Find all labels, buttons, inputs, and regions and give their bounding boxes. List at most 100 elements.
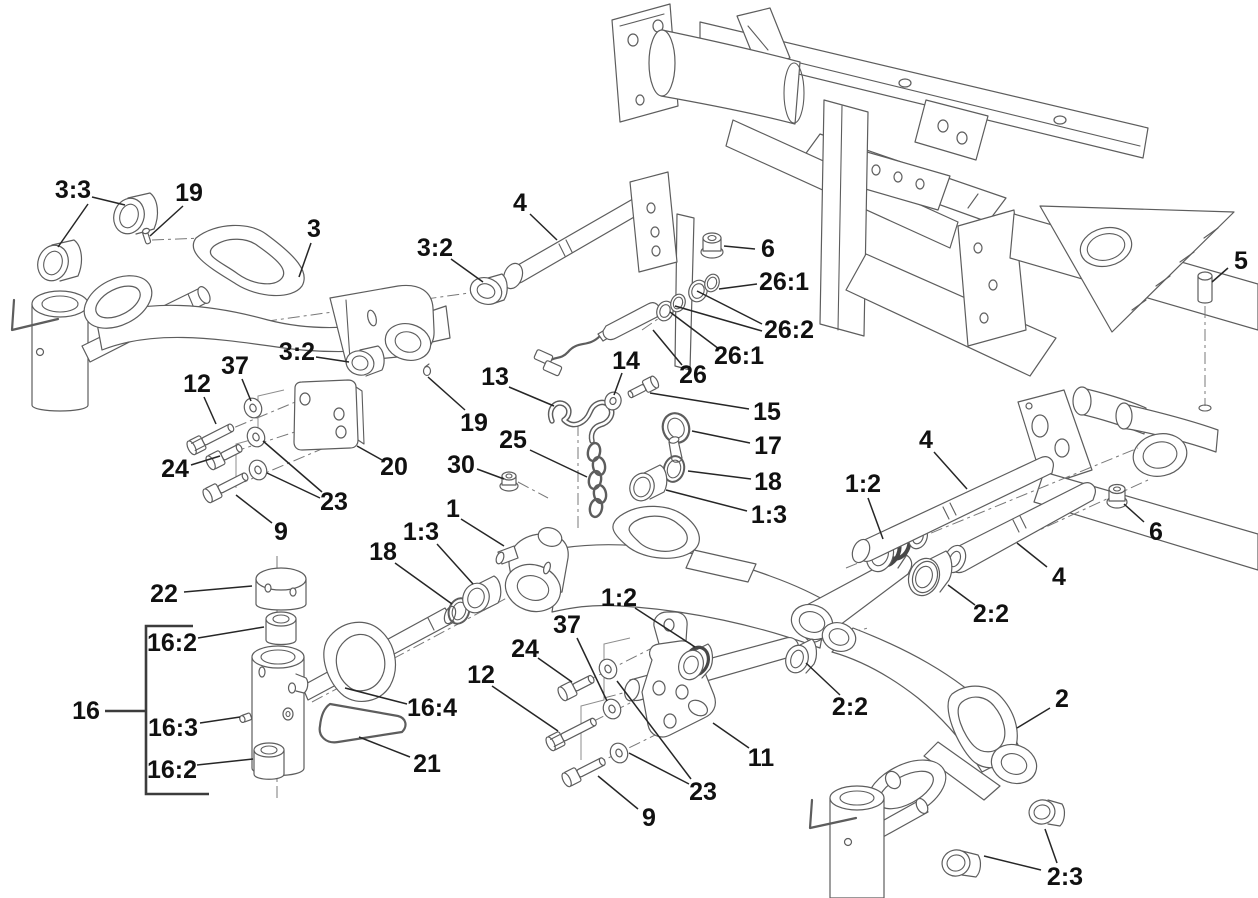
chain-hook-artwork [499, 375, 691, 519]
leader-line-26-1-upper [718, 283, 758, 290]
callout-1-2-right: 1:2 [845, 470, 881, 498]
callout-26-2: 26:2 [764, 316, 814, 344]
callout-17: 17 [754, 432, 782, 460]
callout-18-left: 18 [369, 538, 397, 566]
callout-4-right-upper: 4 [919, 426, 933, 454]
callout-1-2-center: 1:2 [601, 584, 637, 612]
leader-line-2-2-lower [805, 662, 841, 696]
callout-16-2-upper: 16:2 [147, 629, 197, 657]
leader-line-26-2 [696, 290, 763, 325]
leader-line-3 [298, 242, 312, 278]
callout-6-right: 6 [1149, 518, 1163, 546]
leader-line-18-left [394, 562, 453, 605]
leader-line-1-2-right [867, 497, 884, 540]
right-axle-artwork [624, 611, 1066, 898]
leader-line-26 [652, 329, 683, 366]
callout-20: 20 [380, 453, 408, 481]
leader-line-20 [356, 445, 383, 461]
leader-line-19-upper [149, 205, 184, 237]
leader-line-26-2 [674, 305, 763, 332]
callout-37-lower: 37 [553, 611, 581, 639]
callout-4-top: 4 [513, 189, 527, 217]
leader-line-4-right-lower [1016, 542, 1048, 568]
leader-line-1 [460, 518, 505, 547]
leader-line-23-upper [266, 472, 321, 499]
callout-2-2-lower: 2:2 [832, 693, 868, 721]
left-axle-artwork [10, 171, 724, 412]
callout-19-upper: 19 [175, 179, 203, 207]
callout-3-3: 3:3 [55, 176, 91, 204]
callout-16-4: 16:4 [407, 694, 457, 722]
callout-5: 5 [1234, 247, 1248, 275]
callout-16-3: 16:3 [148, 714, 198, 742]
callout-21: 21 [413, 750, 441, 778]
callout-3-2-lower: 3:2 [279, 338, 315, 366]
bracket-20-artwork [186, 379, 365, 504]
leader-line-19-lower [427, 376, 466, 411]
leader-line-12-upper [203, 396, 217, 425]
callout-26-1-lower: 26:1 [714, 342, 764, 370]
leader-line-26-1-lower [669, 311, 720, 350]
leader-line-5 [1211, 267, 1229, 283]
leader-line-37-lower [576, 637, 608, 702]
leader-line-24-upper [190, 455, 221, 466]
callout-30: 30 [447, 451, 475, 479]
callout-1-3-right: 1:3 [751, 501, 787, 529]
callout-2: 2 [1055, 685, 1069, 713]
leader-line-6-left [723, 245, 756, 250]
callout-24-upper: 24 [161, 455, 189, 483]
chassis-frame-artwork [611, 3, 1258, 571]
leader-line-4-right-upper [933, 451, 968, 490]
callout-15: 15 [753, 398, 781, 426]
right-shafts-artwork [851, 456, 1128, 597]
leader-line-16-2-upper [197, 626, 265, 639]
callout-2-2-upper: 2:2 [973, 600, 1009, 628]
callout-37-upper: 37 [221, 352, 249, 380]
sensor-26-artwork [533, 273, 720, 377]
leader-line-23-lower [628, 752, 690, 785]
leader-line-23-upper [262, 440, 323, 493]
callout-26-1-upper: 26:1 [759, 268, 809, 296]
leader-line-1-2-center [634, 607, 696, 648]
lower-bolt-group-artwork [545, 658, 629, 788]
leader-line-2-3 [1044, 828, 1058, 864]
callout-23-upper: 23 [320, 488, 348, 516]
leader-line-22 [183, 585, 253, 593]
leader-line-3-2-lower [315, 356, 350, 363]
callout-24-lower: 24 [511, 635, 539, 663]
leader-line-24-lower [537, 657, 573, 683]
center-arm-artwork [495, 505, 929, 649]
leader-line-3-3 [91, 196, 126, 206]
pivot-16-artwork [239, 567, 502, 780]
leader-line-2 [1016, 707, 1051, 729]
leader-line-16-2-lower [196, 758, 254, 766]
leader-line-11 [712, 722, 750, 749]
callout-25: 25 [499, 426, 527, 454]
callout-9-upper: 9 [274, 518, 288, 546]
leader-line-21 [358, 736, 411, 758]
leader-line-15 [649, 392, 750, 410]
leader-line-25 [529, 449, 588, 478]
callout-3: 3 [307, 215, 321, 243]
callout-22: 22 [150, 580, 178, 608]
callout-11: 11 [748, 744, 775, 772]
leader-line-9-upper [235, 494, 273, 524]
callout-23-lower: 23 [689, 778, 717, 806]
leader-line-6-right [1123, 503, 1145, 523]
callout-16: 16 [72, 697, 100, 725]
leader-line-30 [476, 468, 505, 480]
leader-line-37-upper [241, 378, 252, 402]
callout-6-left: 6 [761, 235, 775, 263]
callout-19-lower: 19 [460, 409, 488, 437]
leader-line-16-4 [344, 687, 408, 705]
leader-line-2-2-upper [947, 584, 976, 606]
callout-14: 14 [612, 347, 640, 375]
leader-line-14 [613, 372, 623, 396]
callout-1-3-left: 1:3 [403, 518, 439, 546]
leader-line-2-3 [983, 855, 1042, 871]
callout-13: 13 [481, 363, 509, 391]
callout-2-3: 2:3 [1047, 863, 1083, 891]
